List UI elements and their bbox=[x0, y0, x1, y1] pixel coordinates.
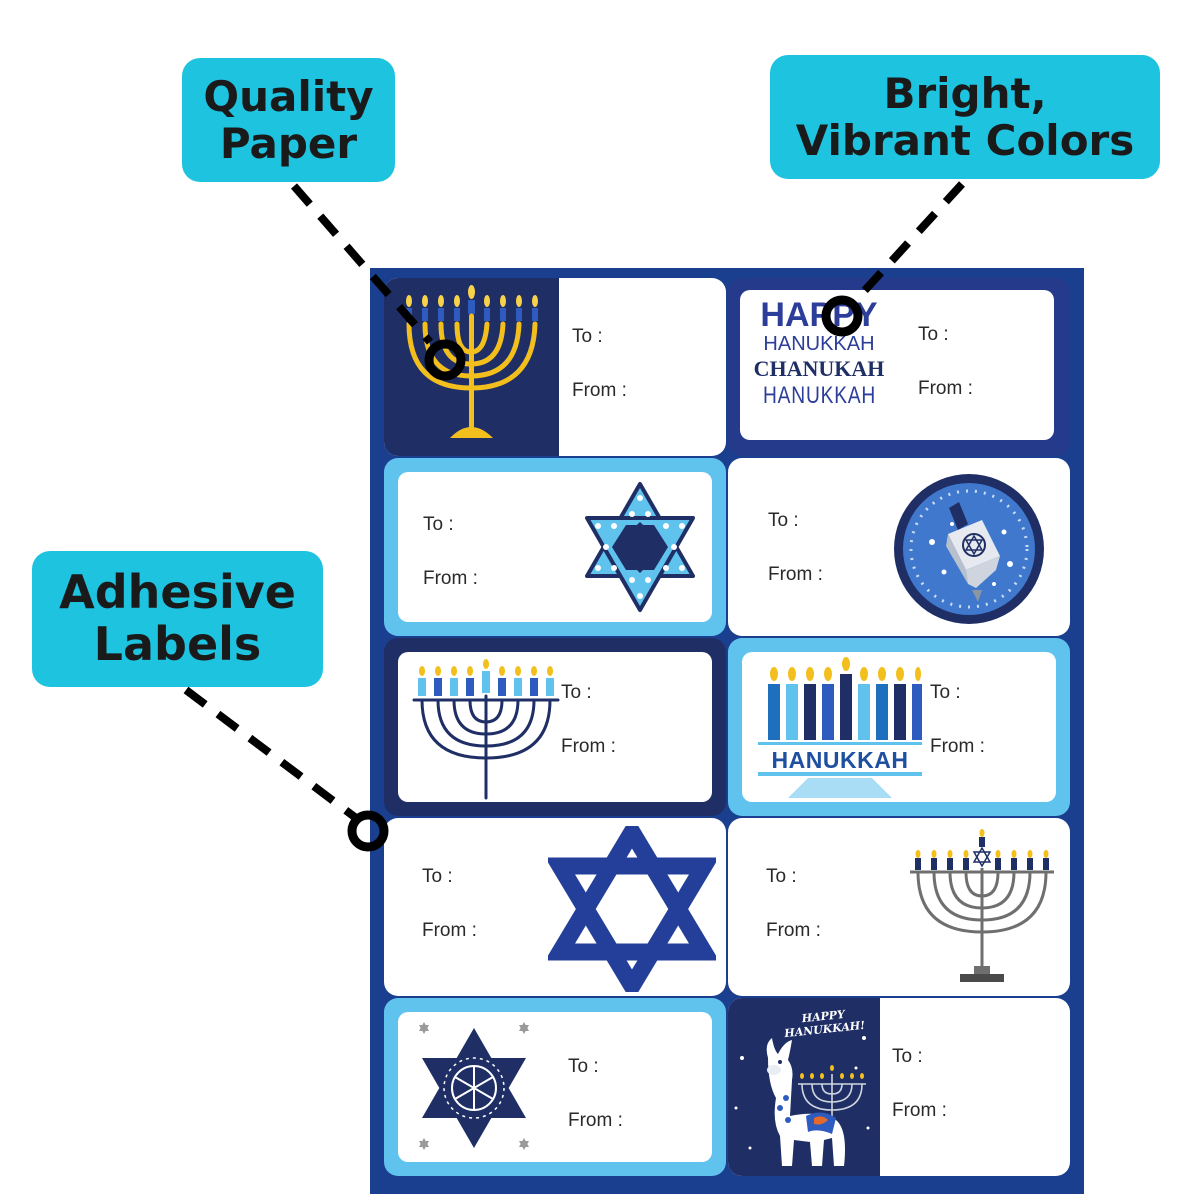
hanukkah-banner-text: HANUKKAH bbox=[771, 747, 909, 773]
callout-adhesive-labels: Adhesive Labels bbox=[32, 551, 323, 687]
label-grey-menorah: To : From : bbox=[728, 818, 1070, 996]
label-sheet: To : From : HAPPY HANUKKAH CHANUKAH HANU… bbox=[370, 268, 1084, 1194]
to-field: To : bbox=[568, 1056, 599, 1077]
from-field: From : bbox=[768, 564, 823, 585]
to-field: To : bbox=[423, 514, 454, 535]
leader-end-circle bbox=[347, 810, 389, 852]
label-hanukkah-candles: HANUKKAH To : From : bbox=[728, 638, 1070, 816]
hanukkah-word: HANUKKAH bbox=[763, 333, 875, 355]
callout-line: Quality bbox=[203, 71, 374, 121]
leader-line-quality-paper bbox=[290, 183, 434, 345]
snowflake-star-icon bbox=[402, 1014, 552, 1160]
to-field: To : bbox=[561, 682, 592, 703]
label-llama: HAPPY HANUKKAH! To : From : bbox=[728, 998, 1070, 1176]
gold-menorah-icon bbox=[384, 278, 559, 456]
label-inner: To : From : bbox=[398, 652, 712, 802]
from-field: From : bbox=[930, 736, 985, 757]
label-happy-hanukkah: HAPPY HANUKKAH CHANUKAH HANUKKAH To : Fr… bbox=[728, 278, 1070, 456]
callout-line: Bright, bbox=[883, 68, 1047, 118]
callout-line: Vibrant Colors bbox=[795, 116, 1135, 165]
leader-line-bright-colors bbox=[853, 181, 965, 303]
to-field: To : bbox=[766, 866, 797, 887]
dotted-star-of-david-icon bbox=[568, 474, 718, 622]
from-field: From : bbox=[561, 736, 616, 757]
to-field: To : bbox=[768, 510, 799, 531]
chanukah-word: CHANUKAH bbox=[753, 356, 885, 381]
label-inner: To : From : bbox=[398, 1012, 712, 1162]
to-field: To : bbox=[572, 326, 603, 347]
from-field: From : bbox=[766, 920, 821, 941]
from-field: From : bbox=[422, 920, 477, 941]
callout-line: Labels bbox=[93, 617, 262, 671]
leader-end-circle bbox=[424, 339, 466, 381]
candle-menorah-icon bbox=[412, 658, 560, 802]
from-field: From : bbox=[918, 378, 973, 399]
callout-line: Paper bbox=[219, 119, 358, 168]
to-field: To : bbox=[930, 682, 961, 703]
leader-line-adhesive-labels bbox=[183, 686, 359, 822]
label-inner: To : From : bbox=[398, 472, 712, 622]
from-field: From : bbox=[572, 380, 627, 401]
to-field: To : bbox=[422, 866, 453, 887]
label-dotted-star: To : From : bbox=[384, 458, 726, 636]
callout-quality-paper: Quality Paper bbox=[182, 58, 395, 182]
callout-bright-colors: Bright, Vibrant Colors bbox=[770, 55, 1160, 179]
hanukkah-word-alt: HANUKKAH bbox=[763, 382, 877, 409]
label-candle-menorah: To : From : bbox=[384, 638, 726, 816]
leader-end-circle bbox=[821, 295, 863, 337]
hanukkah-candles-icon bbox=[752, 656, 922, 800]
label-dreidel: To : From : bbox=[728, 458, 1070, 636]
star-of-david-icon bbox=[548, 826, 716, 992]
callout-line: Adhesive bbox=[59, 565, 296, 620]
label-inner: HAPPY HANUKKAH CHANUKAH HANUKKAH To : Fr… bbox=[740, 290, 1054, 440]
from-field: From : bbox=[423, 568, 478, 589]
from-field: From : bbox=[568, 1110, 623, 1131]
label-snowflake-star: To : From : bbox=[384, 998, 726, 1176]
llama-menorah-icon: HAPPY HANUKKAH! bbox=[728, 998, 880, 1176]
from-field: From : bbox=[892, 1100, 947, 1121]
to-field: To : bbox=[918, 324, 949, 345]
to-field: To : bbox=[892, 1046, 923, 1067]
label-inner: HANUKKAH To : From : bbox=[742, 652, 1056, 802]
label-gold-menorah: To : From : bbox=[384, 278, 726, 456]
label-blue-star: To : From : bbox=[384, 818, 726, 996]
dreidel-icon bbox=[892, 472, 1046, 626]
grey-menorah-icon bbox=[908, 828, 1058, 988]
